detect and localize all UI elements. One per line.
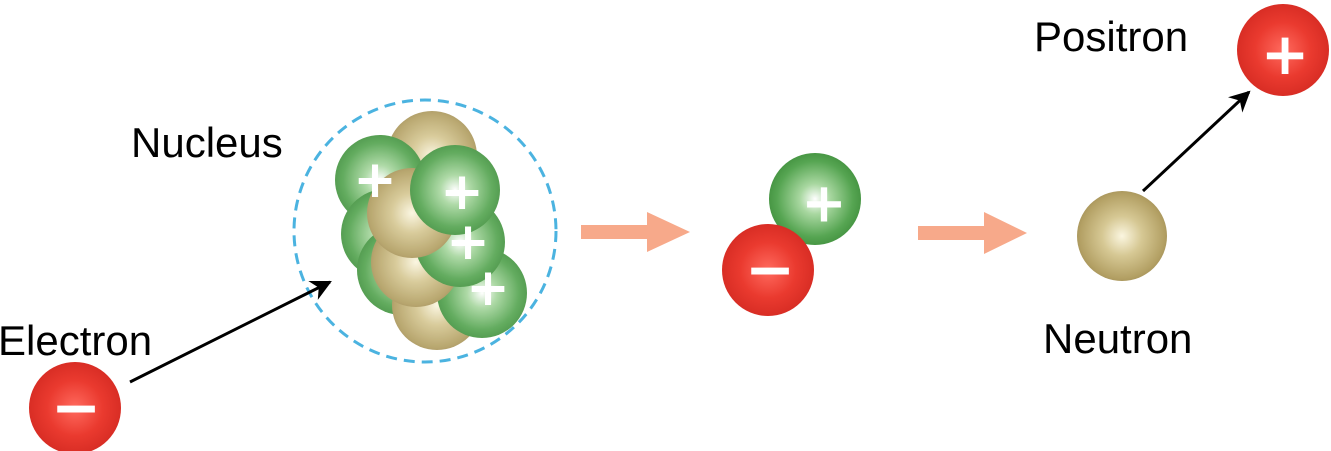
positron-path-arrow	[1141, 90, 1251, 193]
nucleus-cluster	[335, 111, 527, 350]
plus-sign: +	[440, 162, 484, 222]
electron-particle	[722, 224, 814, 316]
minus-sign: −	[745, 235, 795, 305]
nucleus-boundary	[292, 98, 558, 364]
plus-sign: +	[446, 212, 490, 272]
electron-particle	[29, 362, 121, 451]
proton-particle	[410, 145, 500, 235]
proton-particle	[769, 153, 861, 245]
plus-sign: +	[1261, 20, 1310, 88]
plus-sign: +	[353, 150, 397, 210]
neutron-label: Neutron	[1043, 315, 1192, 362]
plus-sign: +	[801, 172, 846, 235]
electron-path-arrow	[129, 280, 332, 384]
neutron-particle	[1077, 191, 1167, 281]
nucleus-signs: + + + +	[353, 150, 510, 318]
nucleus-label: Nucleus	[131, 119, 283, 166]
electron-label: Electron	[0, 317, 152, 364]
positron-particle	[1237, 4, 1329, 96]
process-arrow-2	[918, 212, 1027, 254]
plus-sign: +	[466, 258, 510, 318]
minus-sign: −	[51, 373, 101, 443]
positron-label: Positron	[1034, 13, 1188, 60]
process-arrow-1	[581, 212, 690, 252]
